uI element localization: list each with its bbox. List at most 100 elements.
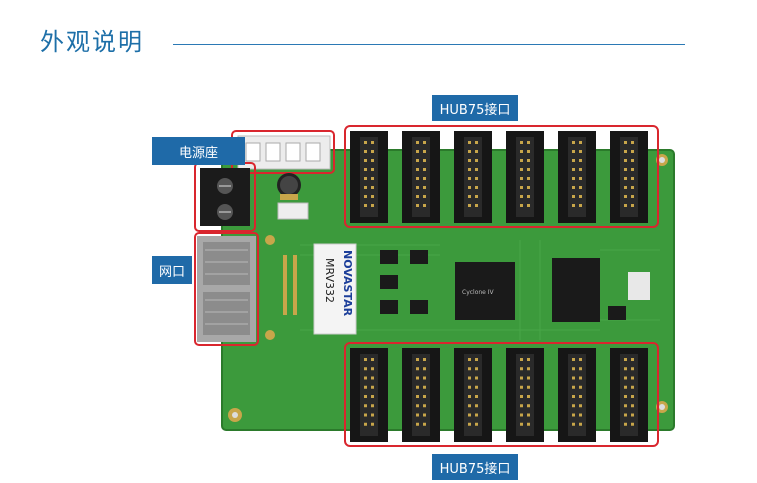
connector-pin — [416, 395, 419, 398]
connector-pin — [364, 385, 367, 389]
connector-pin — [371, 395, 374, 398]
connector-pin — [475, 422, 478, 426]
connector-pin — [468, 376, 471, 380]
connector-pin — [468, 204, 471, 207]
bottom-connector-slot — [412, 354, 430, 436]
connector-pin — [364, 141, 367, 144]
connector-pin — [475, 141, 478, 144]
bottom-connector-slot — [620, 354, 638, 436]
connector-pin — [468, 422, 471, 426]
connector-pin — [468, 395, 471, 398]
connector-pin — [475, 395, 478, 398]
connector-pin — [364, 395, 367, 398]
connector-pin — [423, 422, 426, 426]
top-connector-slot — [568, 137, 586, 217]
connector-pin — [572, 367, 575, 371]
connector-pin — [468, 177, 471, 180]
connector-pin — [423, 367, 426, 371]
capacitor — [277, 173, 301, 200]
connector-pin — [475, 376, 478, 380]
connector-pin — [475, 204, 478, 207]
bottom-connector-slot — [464, 354, 482, 436]
connector-pin — [475, 177, 478, 180]
network-jacks — [197, 236, 256, 342]
connector-pin — [416, 385, 419, 389]
connector-pin — [631, 422, 634, 426]
connector-pin — [631, 385, 634, 389]
connector-pin — [631, 413, 634, 417]
connector-pin — [475, 385, 478, 389]
connector-pin — [624, 141, 627, 144]
connector-pin — [579, 367, 582, 371]
connector-pin — [475, 367, 478, 371]
connector-pin — [371, 186, 374, 189]
connector-pin — [371, 141, 374, 144]
connector-pin — [468, 141, 471, 144]
connector-pin — [423, 358, 426, 361]
connector-pin — [624, 376, 627, 380]
connector-pin — [624, 422, 627, 426]
connector-pin — [416, 367, 419, 371]
connector-pin — [364, 358, 367, 361]
title-divider — [173, 44, 685, 45]
connector-pin — [572, 422, 575, 426]
connector-pin — [527, 413, 530, 417]
connector-pin — [520, 376, 523, 380]
connector-pin — [579, 376, 582, 380]
connector-pin — [468, 404, 471, 408]
connector-pin — [579, 404, 582, 408]
connector-pin — [364, 195, 367, 198]
connector-pin — [527, 141, 530, 144]
connector-pin — [416, 404, 419, 408]
connector-pin — [631, 150, 634, 153]
connector-pin — [572, 177, 575, 180]
connector-pin — [416, 150, 419, 153]
connector-pin — [579, 422, 582, 426]
connector-pin — [520, 367, 523, 371]
connector-pin — [624, 367, 627, 371]
connector-pin — [423, 177, 426, 180]
connector-pin — [572, 204, 575, 207]
connector-pin — [527, 150, 530, 153]
connector-pin — [468, 367, 471, 371]
connector-pin — [416, 422, 419, 426]
connector-pin — [579, 186, 582, 189]
connector-pin — [423, 395, 426, 398]
connector-pin — [631, 195, 634, 198]
hub75-top-connectors — [350, 131, 648, 223]
connector-pin — [520, 204, 523, 207]
connector-pin — [527, 177, 530, 180]
connector-pin — [520, 413, 523, 417]
connector-pin — [364, 367, 367, 371]
connector-pin — [624, 395, 627, 398]
connector-pin — [572, 141, 575, 144]
connector-pin — [468, 385, 471, 389]
page-title: 外观说明 — [40, 28, 144, 56]
connector-pin — [416, 186, 419, 189]
hub75-bottom-highlight — [344, 342, 659, 447]
connector-pin — [364, 404, 367, 408]
connector-pin — [416, 159, 419, 162]
connector-pin — [475, 186, 478, 189]
connector-pin — [468, 413, 471, 417]
connector-pin — [624, 168, 627, 171]
connector-pin — [475, 404, 478, 408]
pin-array — [283, 255, 297, 315]
connector-pin — [572, 404, 575, 408]
connector-pin — [423, 413, 426, 417]
connector-pin — [572, 395, 575, 398]
connector-pin — [371, 404, 374, 408]
connector-pin — [416, 195, 419, 198]
connector-pin — [527, 395, 530, 398]
connector-pin — [416, 413, 419, 417]
connector-pin — [624, 413, 627, 417]
connector-pin — [579, 150, 582, 153]
connector-pin — [631, 204, 634, 207]
connector-pin — [579, 195, 582, 198]
terminal-block — [200, 168, 250, 226]
connector-pin — [631, 395, 634, 398]
connector-pin — [579, 177, 582, 180]
connector-pin — [468, 358, 471, 361]
connector-pin — [579, 395, 582, 398]
connector-pin — [468, 150, 471, 153]
